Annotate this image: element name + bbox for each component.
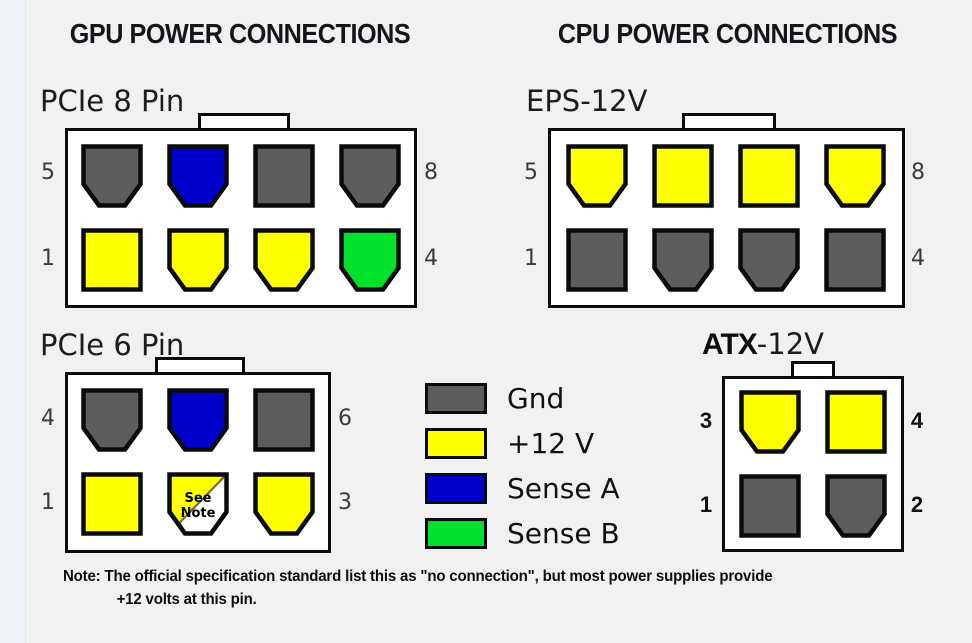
- legend-swatch-senseA: [425, 473, 487, 504]
- pin-gnd: [738, 228, 800, 292]
- legend-label-senseA: Sense A: [507, 472, 620, 505]
- pin-gnd: [739, 474, 801, 538]
- atx12v-connector-tab: [791, 361, 835, 379]
- legend-item-gnd: Gnd: [425, 382, 620, 415]
- pcie8-pin-number-8: 8: [424, 160, 438, 185]
- eps12v-pins: [566, 144, 902, 292]
- pin-plus12: [81, 228, 143, 292]
- pin-plus12: [738, 144, 800, 208]
- footnote: Note: The official specification standar…: [63, 568, 965, 609]
- pcie6-label: PCIe 6 Pin: [40, 328, 185, 362]
- pin-gnd: [339, 144, 401, 208]
- gpu-power-connections-title: GPU POWER CONNECTIONS: [69, 18, 411, 49]
- pin-gnd: [566, 228, 628, 292]
- footnote-line2: +12 volts at this pin.: [116, 591, 257, 608]
- eps12v-connector-tab: [682, 113, 776, 131]
- pin-plus12: [566, 144, 628, 208]
- pin-gnd: [825, 474, 887, 538]
- pin-plus12: [167, 228, 229, 292]
- pin-plus12: [253, 228, 315, 292]
- legend-swatch-gnd: [425, 383, 487, 414]
- pin-gnd: [824, 228, 886, 292]
- atx12v-pin-number-1: 1: [699, 492, 713, 517]
- atx12v-pin-number-2: 2: [910, 492, 924, 517]
- eps12v-connector-body: [548, 128, 905, 308]
- atx12v-pin-number-3: 3: [699, 408, 713, 433]
- legend-swatch-senseB: [425, 518, 487, 549]
- pcie8-label: PCIe 8 Pin: [40, 84, 185, 118]
- eps12v-pin-number-5: 5: [524, 160, 538, 185]
- eps12v-pin-number-1: 1: [524, 246, 538, 271]
- pin-gnd: [81, 388, 143, 452]
- legend-item-senseB: Sense B: [425, 517, 620, 550]
- page-margin-strip: [0, 0, 26, 643]
- eps12v-pin-number-8: 8: [911, 160, 925, 185]
- pin-gnd: [253, 144, 315, 208]
- legend-swatch-plus12: [425, 428, 487, 459]
- pcie8-connector-body: [65, 128, 417, 308]
- pcie8-pins: [81, 144, 414, 292]
- cpu-power-connections-title: CPU POWER CONNECTIONS: [557, 18, 898, 49]
- legend-label-senseB: Sense B: [507, 517, 620, 550]
- pin-plus12: [824, 144, 886, 208]
- svg-text:Note: Note: [181, 506, 216, 521]
- pin-gnd: [253, 388, 315, 452]
- pin-plus12: [825, 390, 887, 454]
- pin-senseA: [167, 144, 229, 208]
- pcie6-pin-number-4: 4: [41, 406, 55, 431]
- atx12v-label-bold: ATX: [702, 328, 758, 361]
- legend-label-plus12: +12 V: [507, 427, 595, 460]
- atx12v-pins: [739, 390, 901, 538]
- footnote-line1: Note: The official specification standar…: [63, 568, 773, 585]
- pin-senseB: [339, 228, 401, 292]
- pin-plus12: [652, 144, 714, 208]
- pin-senseA: [167, 388, 229, 452]
- eps12v-label: EPS-12V: [526, 84, 648, 118]
- legend-item-plus12: +12 V: [425, 427, 620, 460]
- eps12v-pin-number-4: 4: [911, 246, 925, 271]
- svg-text:See: See: [185, 491, 212, 506]
- pin-plus12: [739, 390, 801, 454]
- pcie8-pin-number-1: 1: [41, 246, 55, 271]
- pcie8-connector-tab: [198, 113, 290, 131]
- legend: Gnd +12 V Sense A Sense B: [425, 382, 620, 550]
- legend-item-senseA: Sense A: [425, 472, 620, 505]
- pcie6-connector-tab: [155, 357, 245, 375]
- pcie6-pin-number-1: 1: [41, 490, 55, 515]
- atx12v-label: ATX-12V: [702, 327, 824, 362]
- atx12v-pin-number-4: 4: [910, 408, 924, 433]
- pcie6-pin-number-3: 3: [338, 490, 352, 515]
- atx12v-connector-body: [722, 376, 904, 552]
- legend-label-gnd: Gnd: [507, 382, 565, 415]
- pcie8-pin-number-4: 4: [424, 246, 438, 271]
- pin-plus12: [253, 472, 315, 536]
- pcie6-pin-number-6: 6: [338, 406, 352, 431]
- pin-plus12: [81, 472, 143, 536]
- pcie8-pin-number-5: 5: [41, 160, 55, 185]
- pin-gnd: [81, 144, 143, 208]
- pin-gnd: [652, 228, 714, 292]
- atx12v-label-rest: -12V: [756, 327, 824, 361]
